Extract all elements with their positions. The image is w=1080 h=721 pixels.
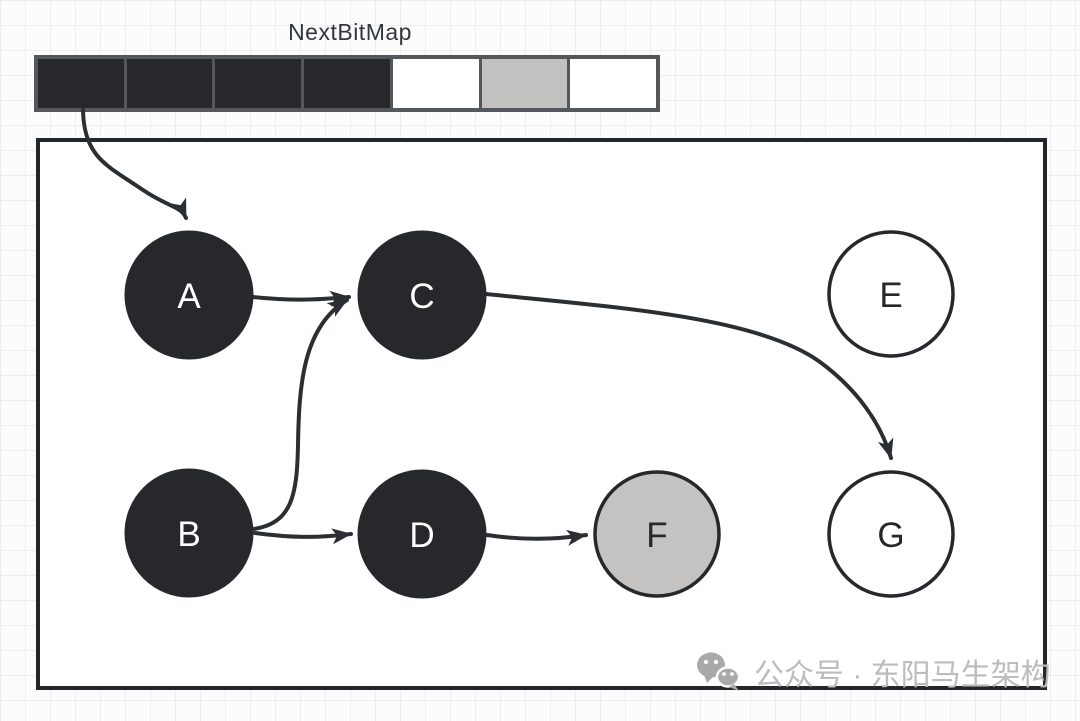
- edge-bitmap-to-a: [81, 108, 188, 220]
- watermark-text: 公众号 · 东阳马生架构: [754, 659, 1051, 692]
- node-e-label: E: [879, 276, 902, 315]
- node-b: B: [124, 468, 254, 598]
- node-g-label: G: [877, 516, 904, 555]
- edge-b-d: [253, 528, 353, 545]
- edge-b-c: [252, 298, 349, 531]
- watermark: 公众号 · 东阳马生架构: [694, 650, 1051, 694]
- node-f: F: [593, 470, 721, 598]
- node-c-label: C: [409, 277, 434, 316]
- node-d: D: [357, 469, 487, 599]
- bitmap-cell-4: [389, 59, 479, 108]
- node-a-label: A: [177, 277, 201, 316]
- bitmap-title: NextBitMap: [288, 19, 412, 45]
- bitmap-cell-3: [301, 59, 390, 108]
- edge-c-g: [484, 292, 894, 460]
- edge-d-f: [485, 529, 588, 546]
- bitmap-cell-6: [567, 59, 657, 108]
- graph-frame: [36, 138, 1047, 690]
- bitmap-cell-2: [212, 59, 302, 108]
- wechat-icon: [697, 652, 741, 691]
- bitmap-cell-5: [478, 59, 568, 108]
- bitmap-cell-0: [38, 59, 124, 108]
- node-g: G: [827, 470, 955, 598]
- node-a: A: [124, 230, 254, 360]
- edge-a-c: [251, 290, 351, 307]
- bitmap-cell-1: [123, 59, 213, 108]
- node-f-label: F: [646, 516, 667, 555]
- node-d-label: D: [409, 516, 434, 555]
- node-c: C: [357, 230, 487, 360]
- node-e: E: [827, 230, 955, 358]
- node-b-label: B: [177, 515, 200, 554]
- bitmap: [34, 55, 660, 112]
